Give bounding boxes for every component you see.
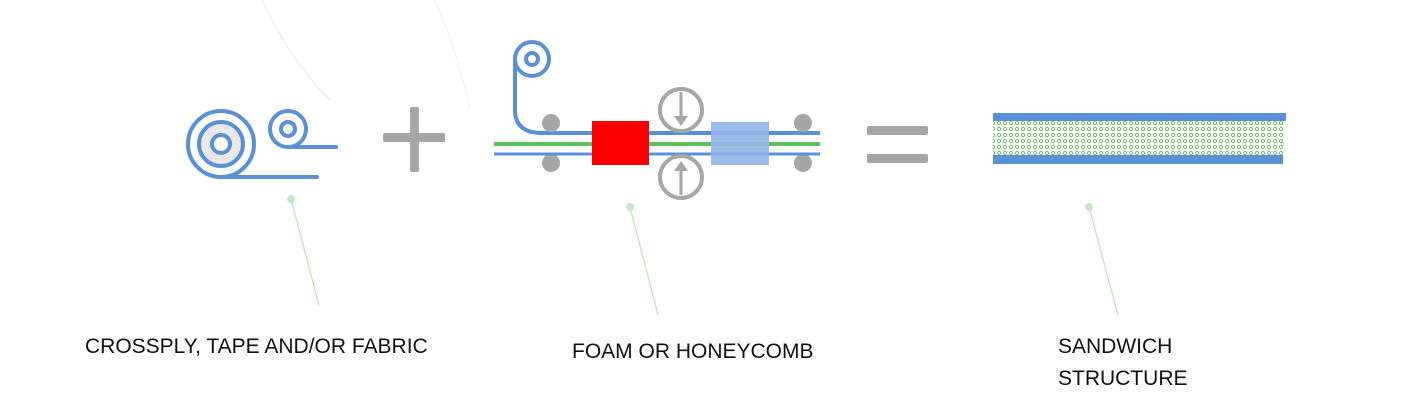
- background-arc: [261, 0, 331, 101]
- plus-sign: [383, 107, 445, 172]
- equals-sign: [867, 126, 928, 163]
- background-arc-2: [434, 0, 471, 111]
- callout-line-left: [287, 195, 320, 306]
- callout-line-middle: [626, 203, 659, 316]
- fabric-roll-icon: [186, 109, 338, 179]
- caption-foam: FOAM OR HONEYCOMB: [572, 340, 814, 363]
- caption-sandwich: SANDWICH STRUCTURE: [1058, 331, 1188, 395]
- callout-line-right: [1085, 203, 1119, 316]
- caption-sandwich-line1: SANDWICH: [1058, 335, 1173, 358]
- caption-sandwich-line2: STRUCTURE: [1058, 367, 1188, 390]
- lamination-press-icon: [494, 40, 820, 200]
- caption-crossply: CROSSPLY, TAPE AND/OR FABRIC: [85, 335, 428, 358]
- sandwich-panel-icon: [993, 113, 1286, 164]
